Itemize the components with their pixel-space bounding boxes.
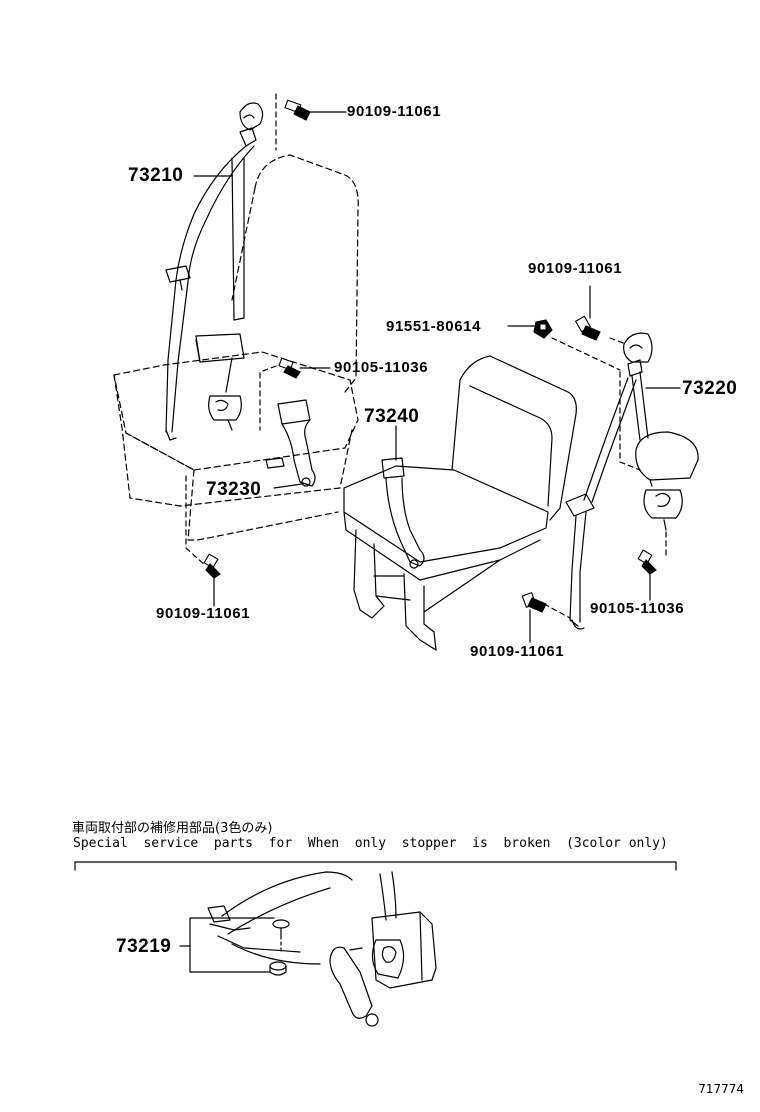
bolt-top-right <box>574 315 601 341</box>
figure-number: 717774 <box>698 1082 744 1096</box>
bolt-mid-left <box>278 357 301 379</box>
label-bolt-mid-left: 90105-11036 <box>334 359 429 376</box>
label-73210: 73210 <box>128 165 184 186</box>
right-seat <box>343 355 577 651</box>
label-bolt-low-left: 90109-11061 <box>156 605 251 622</box>
bolt-low-left <box>203 553 221 579</box>
note-english: Special service parts for When only stop… <box>73 836 668 851</box>
bolt-top-left <box>284 99 311 121</box>
bolt-low-right <box>637 549 657 575</box>
label-bolt-top-left: 90109-11061 <box>347 103 442 120</box>
label-leaders <box>179 111 681 973</box>
right-leaders <box>543 337 667 619</box>
left-seat <box>113 154 359 541</box>
inset-drawing <box>207 871 437 1027</box>
label-73219: 73219 <box>116 936 172 957</box>
label-73220: 73220 <box>682 378 738 399</box>
label-washer-right: 91551-80614 <box>386 318 482 335</box>
label-73240: 73240 <box>364 406 420 427</box>
inset-frame <box>74 861 677 871</box>
label-bolt-low-right: 90105-11036 <box>590 600 685 617</box>
label-bolt-low-center: 90109-11061 <box>470 643 565 660</box>
left-leaders <box>185 93 277 567</box>
label-73230: 73230 <box>206 479 262 500</box>
bolt-low-center <box>521 591 547 613</box>
washer-right <box>533 319 553 339</box>
bolts <box>203 99 657 613</box>
label-bolt-top-right: 90109-11061 <box>528 260 623 277</box>
seat-belt-73210 <box>165 102 264 441</box>
belt-73240 <box>381 457 425 569</box>
note-japanese: 車両取付部の補修用部品(3色のみ) <box>72 821 273 836</box>
buckle-73230 <box>265 399 316 487</box>
seat-belt-73220 <box>565 332 699 630</box>
